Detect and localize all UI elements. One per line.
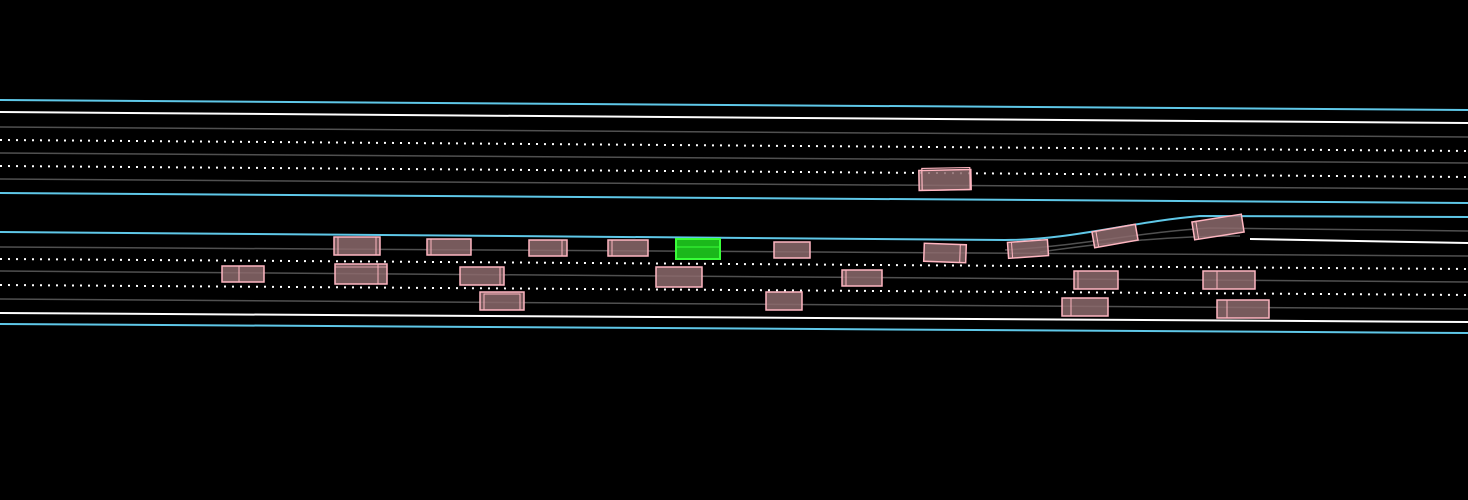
- vehicle-bbox[interactable]: [918, 166, 972, 192]
- vehicle-bbox[interactable]: [479, 291, 525, 311]
- vehicle-bbox[interactable]: [607, 239, 649, 257]
- vehicle-bbox[interactable]: [922, 242, 968, 264]
- road-edge-line: [0, 111, 1468, 124]
- ego-vehicle[interactable]: [675, 238, 721, 260]
- road-edge-line: [0, 312, 1468, 323]
- vehicle-bbox[interactable]: [1073, 270, 1119, 290]
- upper-road: [0, 99, 1468, 204]
- lane-centerline: [0, 246, 1468, 257]
- vehicle-bbox[interactable]: [1006, 238, 1050, 260]
- road-boundary: [0, 192, 1468, 204]
- road-boundary: [0, 323, 1468, 334]
- vehicle-bbox[interactable]: [655, 266, 703, 288]
- vehicle-bbox[interactable]: [459, 266, 505, 286]
- vehicles: [221, 166, 1270, 319]
- ramp-edge-line: [1249, 238, 1468, 244]
- vehicle-bbox[interactable]: [1191, 213, 1245, 241]
- road-boundary: [0, 99, 1468, 111]
- vehicle-bbox[interactable]: [528, 239, 568, 257]
- vehicle-bbox[interactable]: [221, 265, 265, 283]
- vehicle-bbox[interactable]: [1061, 297, 1109, 317]
- vehicle-bbox[interactable]: [1216, 299, 1270, 319]
- vehicle-bbox[interactable]: [773, 241, 811, 259]
- vehicle-bbox[interactable]: [1091, 223, 1139, 249]
- lane-centerline: [0, 126, 1468, 138]
- vehicle-bbox[interactable]: [426, 238, 472, 256]
- vehicle-bbox[interactable]: [841, 269, 883, 287]
- lane-centerline: [0, 152, 1468, 164]
- vehicle-bbox[interactable]: [334, 263, 388, 285]
- vehicle-bbox[interactable]: [765, 291, 803, 311]
- vehicle-bbox[interactable]: [333, 236, 381, 256]
- vehicle-bbox[interactable]: [1202, 270, 1256, 290]
- lane-centerline: [0, 178, 1468, 190]
